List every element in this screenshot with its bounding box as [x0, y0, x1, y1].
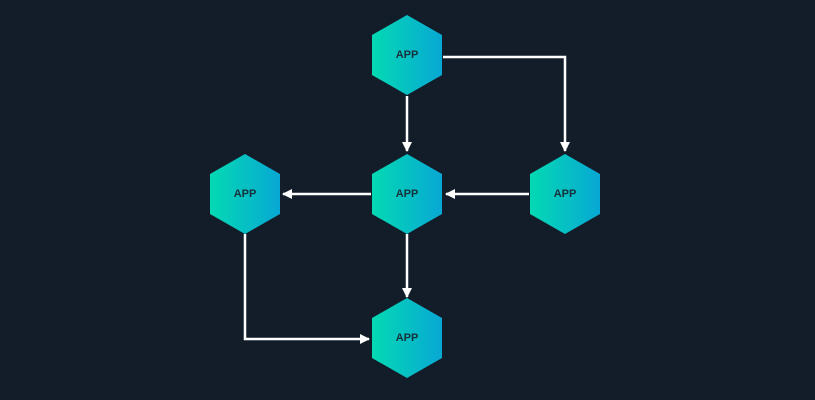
- app-node-bottom[interactable]: APP: [372, 298, 442, 378]
- node-label: APP: [234, 188, 257, 200]
- hexagon-shape: [372, 15, 442, 95]
- node-label: APP: [396, 332, 419, 344]
- node-label: APP: [396, 188, 419, 200]
- app-node-top[interactable]: APP: [372, 15, 442, 95]
- hexagon-shape: [530, 154, 600, 234]
- edge-top-to-right: [443, 55, 570, 152]
- edge-left-to-bottom: [243, 234, 370, 344]
- hexagon-shape: [372, 154, 442, 234]
- app-node-center[interactable]: APP: [372, 154, 442, 234]
- edges: [243, 55, 570, 344]
- hexagon-shape: [372, 298, 442, 378]
- hexagon-shape: [210, 154, 280, 234]
- node-label: APP: [554, 188, 577, 200]
- node-label: APP: [396, 49, 419, 61]
- app-node-left[interactable]: APP: [210, 154, 280, 234]
- app-node-right[interactable]: APP: [530, 154, 600, 234]
